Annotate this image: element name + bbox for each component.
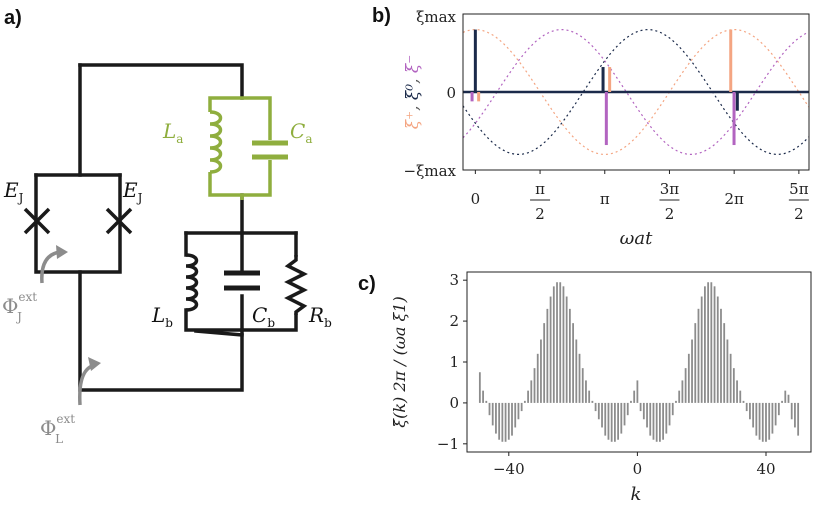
- b-series-0: [462, 29, 810, 155]
- b-xtick-label-3-num: 3π: [660, 180, 680, 198]
- panel-b-ylabel: ξ⁺, ξ⁰, ξ⁻: [403, 55, 423, 130]
- resistor-Rb: [284, 255, 308, 315]
- svg-text:ξ̃(k) 2π / (ωa ξ1): ξ̃(k) 2π / (ωa ξ1): [390, 296, 409, 427]
- flux-L-arrowhead: [88, 357, 101, 371]
- junction-right-cross: [105, 207, 133, 235]
- c-xtick-label-2: 40: [756, 460, 775, 478]
- b-ytick-min: −ξmax: [404, 162, 457, 180]
- flux-J-arrowhead: [56, 245, 68, 259]
- b-xtick-label-4: 2π: [724, 190, 744, 208]
- label-Cb: Cb: [252, 303, 275, 330]
- panel-c-ylabel: ξ̃(k) 2π / (ωa ξ1): [390, 296, 409, 427]
- panel-c-label: c): [358, 273, 376, 295]
- b-series-2: [462, 29, 810, 155]
- label-Lb: Lb: [151, 303, 173, 330]
- label-Ca: Ca: [290, 119, 312, 146]
- c-ytick-label-2: 1: [449, 353, 459, 371]
- panel-b-label: b): [372, 5, 391, 27]
- c-xtick-label-0: −40: [493, 460, 525, 478]
- flux-L-arrow: [78, 364, 93, 406]
- panel-b-xlabel: ωat: [620, 228, 653, 249]
- panel-c: c) ξ̃(k) 2π / (ωa ξ1) 3 2 1 0 −1 −40 0 40 k: [358, 271, 812, 505]
- label-Rb: Rb: [308, 303, 332, 330]
- panel-b: b) ξ⁺, ξ⁰, ξ⁻ ξmax 0 −ξmax 0π2π3π22π5π2 …: [372, 5, 810, 249]
- panel-c-xlabel: k: [631, 484, 642, 505]
- panel-b-frame: [462, 13, 810, 171]
- label-EJ-left: EJ: [3, 178, 24, 205]
- panel-a-label: a): [4, 7, 22, 29]
- label-La: La: [162, 119, 183, 146]
- b-xtick-label-5-den: 2: [794, 205, 804, 223]
- panel-c-plot: [478, 282, 800, 442]
- b-xtick-label-5-num: 5π: [789, 180, 809, 198]
- circuit-wires: [34, 63, 298, 392]
- b-xtick-label-0: 0: [471, 190, 481, 208]
- b-xtick-label-1-den: 2: [535, 205, 545, 223]
- panel-c-xticks: −40 0 40: [493, 452, 776, 478]
- inductor-La-coil: [209, 110, 223, 174]
- branch-a: [208, 96, 288, 200]
- inductor-Lb-coil: [185, 253, 199, 312]
- c-ytick-label-3: 0: [449, 394, 459, 412]
- b-ytick-zero: 0: [446, 84, 456, 102]
- b-xtick-label-1-num: π: [535, 180, 545, 198]
- junction-left-cross: [23, 207, 51, 235]
- panel-a: a): [2, 7, 332, 446]
- panel-b-plot: [462, 29, 810, 155]
- b-ytick-max: ξmax: [416, 8, 456, 26]
- c-ytick-label-0: 3: [449, 271, 459, 289]
- c-xtick-label-1: 0: [633, 460, 643, 478]
- b-xtick-label-3-den: 2: [665, 205, 675, 223]
- panel-c-yticks: 3 2 1 0 −1: [437, 271, 467, 453]
- b-xtick-label-2: π: [600, 190, 610, 208]
- c-ytick-label-1: 2: [449, 312, 459, 330]
- label-EJ-right: EJ: [122, 178, 143, 205]
- svg-text:ξ⁺, ξ⁰, ξ⁻: ξ⁺, ξ⁰, ξ⁻: [403, 55, 423, 130]
- b-series-1: [462, 29, 810, 155]
- c-ytick-label-4: −1: [437, 435, 459, 453]
